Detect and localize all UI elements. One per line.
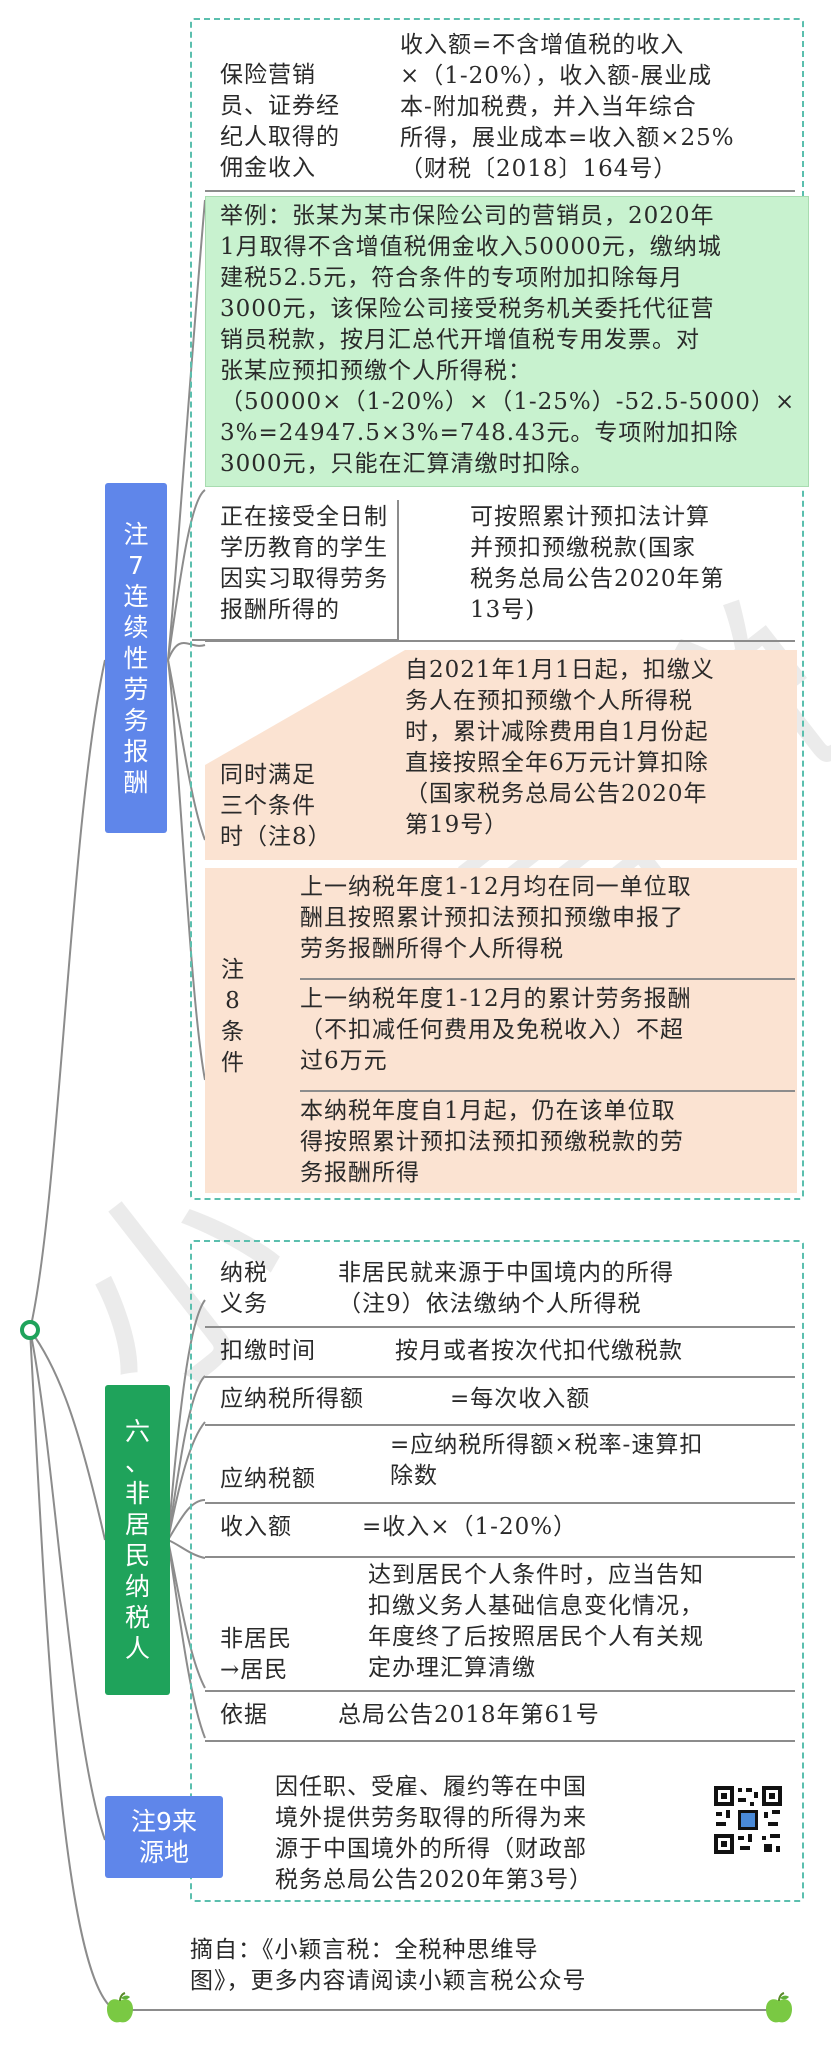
nonres-row-content: =收入×（1-20%） bbox=[362, 1514, 578, 1540]
nonres-row-title: 应纳税额 bbox=[220, 1466, 316, 1492]
nonres-row-title: 纳税 义务 bbox=[220, 1260, 268, 1317]
nonres-row-content: 非居民就来源于中国境内的所得 （注9）依法缴纳个人所得税 bbox=[338, 1260, 674, 1317]
note8-item-2: 上一纳税年度1-12月的累计劳务报酬 （不扣减任何费用及免税收入）不超 过6万元 bbox=[300, 986, 692, 1074]
note8-box bbox=[205, 868, 797, 1193]
three-conditions-box bbox=[205, 650, 797, 860]
three-conditions-content: 自2021年1月1日起，扣缴义 务人在预扣预缴个人所得税 时，累计减除费用自1月… bbox=[405, 657, 715, 838]
note9-content: 因任职、受雇、履约等在中国 境外提供劳务取得的所得为来 源于中国境外的所得（财政… bbox=[275, 1774, 594, 1893]
note8-label: 注 8 条 件 bbox=[221, 957, 245, 1076]
nonres-row-content: 达到居民个人条件时，应当告知 扣缴义务人基础信息变化情况， 年度终了后按照居民个… bbox=[368, 1562, 704, 1681]
apple-icon bbox=[766, 1992, 792, 2023]
footer-source-text: 摘自：《小颖言税：全税种思维导 图》，更多内容请阅读小颖言税公众号 bbox=[190, 1937, 587, 1994]
nonres-row-title: 收入额 bbox=[220, 1514, 292, 1540]
students-title: 正在接受全日制 学历教育的学生 因实习取得劳务 报酬所得的 bbox=[220, 504, 388, 623]
nonres-row-content: 按月或者按次代扣代缴税款 bbox=[395, 1338, 683, 1364]
nonres-group-frame bbox=[190, 1240, 804, 1902]
note8-item-1: 上一纳税年度1-12月均在同一单位取 酬且按照累计预扣法预扣预缴申报了 劳务报酬… bbox=[300, 874, 692, 962]
example-box: 举例：张某为某市保险公司的营销员，2020年 1月取得不含增值税佣金收入5000… bbox=[205, 196, 809, 487]
students-content: 可按照累计预扣法计算 并预扣预缴税款(国家 税务总局公告2020年第 13号) bbox=[470, 504, 725, 623]
three-conditions-title: 同时满足 三个条件 时（注8） bbox=[220, 762, 332, 850]
nonresident-label: 六 、 非 居 民 纳 税 人 bbox=[105, 1385, 170, 1695]
nonres-row-title: 应纳税所得额 bbox=[220, 1386, 364, 1412]
labor-group-frame bbox=[190, 18, 804, 1200]
root-node-icon bbox=[20, 1320, 40, 1340]
insurance-title: 保险营销 员、证券经 纪人取得的 佣金收入 bbox=[220, 62, 340, 181]
qr-code-icon bbox=[712, 1784, 784, 1856]
note7-label: 注 7 连 续 性 劳 务 报 酬 bbox=[105, 483, 167, 833]
insurance-content: 收入额=不含增值税的收入 ×（1-20%），收入额-展业成 本-附加税费，并入当… bbox=[400, 32, 735, 182]
nonres-row-title: 非居民 →居民 bbox=[220, 1626, 292, 1683]
note9-label: 注9来 源地 bbox=[105, 1796, 223, 1878]
nonres-row-title: 扣缴时间 bbox=[220, 1338, 316, 1364]
nonres-row-title: 依据 bbox=[220, 1702, 268, 1728]
note8-item-3: 本纳税年度自1月起，仍在该单位取 得按照累计预扣法预扣预缴税款的劳 务报酬所得 bbox=[300, 1098, 684, 1186]
nonres-row-content: =应纳税所得额×税率-速算扣 除数 bbox=[390, 1432, 704, 1489]
nonres-row-content: 总局公告2018年第61号 bbox=[338, 1702, 600, 1728]
nonres-row-content: =每次收入额 bbox=[450, 1386, 591, 1412]
apple-icon bbox=[107, 1992, 133, 2023]
